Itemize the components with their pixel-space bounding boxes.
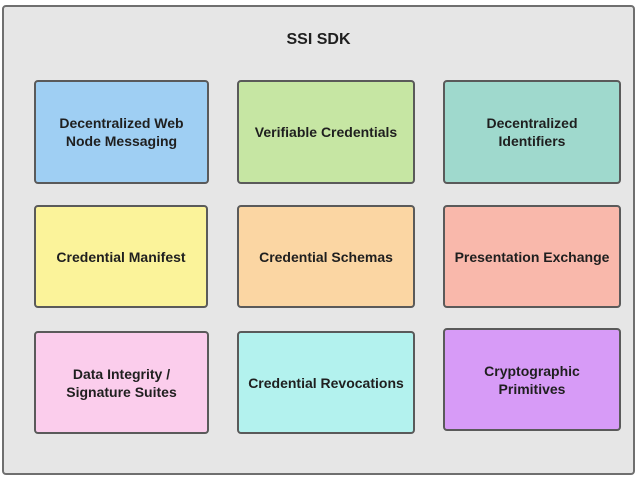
module-credential-schemas: Credential Schemas	[237, 205, 415, 308]
module-credential-revocations: Credential Revocations	[237, 331, 415, 434]
module-label: Credential Manifest	[56, 248, 186, 265]
module-label: Data Integrity / Signature Suites	[66, 365, 177, 400]
module-label: Decentralized Web Node Messaging	[59, 115, 184, 149]
module-decentralized-web-node-messaging: Decentralized Web Node Messaging	[34, 80, 209, 184]
module-credential-manifest: Credential Manifest	[34, 205, 208, 308]
module-cryptographic-primitives: Cryptographic Primitives	[443, 328, 621, 431]
module-label: Credential Schemas	[259, 248, 393, 265]
module-label: Decentralized Identifiers	[486, 115, 578, 149]
diagram-title: SSI SDK	[286, 31, 351, 48]
module-label: Credential Revocations	[248, 374, 404, 391]
module-decentralized-identifiers: Decentralized Identifiers	[443, 80, 621, 184]
module-presentation-exchange: Presentation Exchange	[443, 205, 621, 308]
module-data-integrity-signature-suites: Data Integrity / Signature Suites	[34, 331, 209, 434]
module-verifiable-credentials: Verifiable Credentials	[237, 80, 415, 184]
module-label: Verifiable Credentials	[254, 124, 398, 140]
module-label: Presentation Exchange	[454, 248, 610, 265]
module-label: Cryptographic Primitives	[484, 362, 580, 397]
